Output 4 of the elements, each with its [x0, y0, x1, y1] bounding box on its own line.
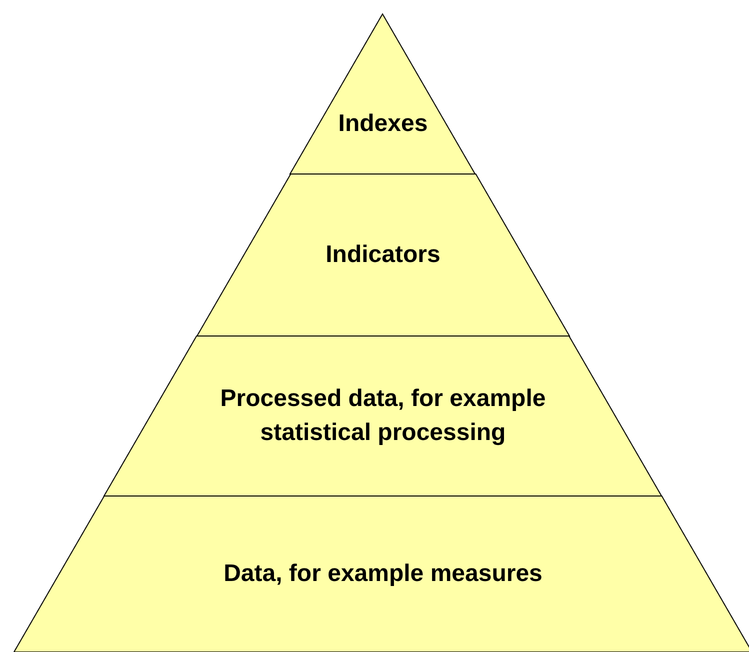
tier-label: Indexes — [338, 109, 428, 139]
tier-label: Processed data, for example statistical processing — [219, 384, 547, 448]
tier-label: Data, for example measures — [224, 559, 542, 589]
tier-label: Indicators — [326, 240, 440, 270]
